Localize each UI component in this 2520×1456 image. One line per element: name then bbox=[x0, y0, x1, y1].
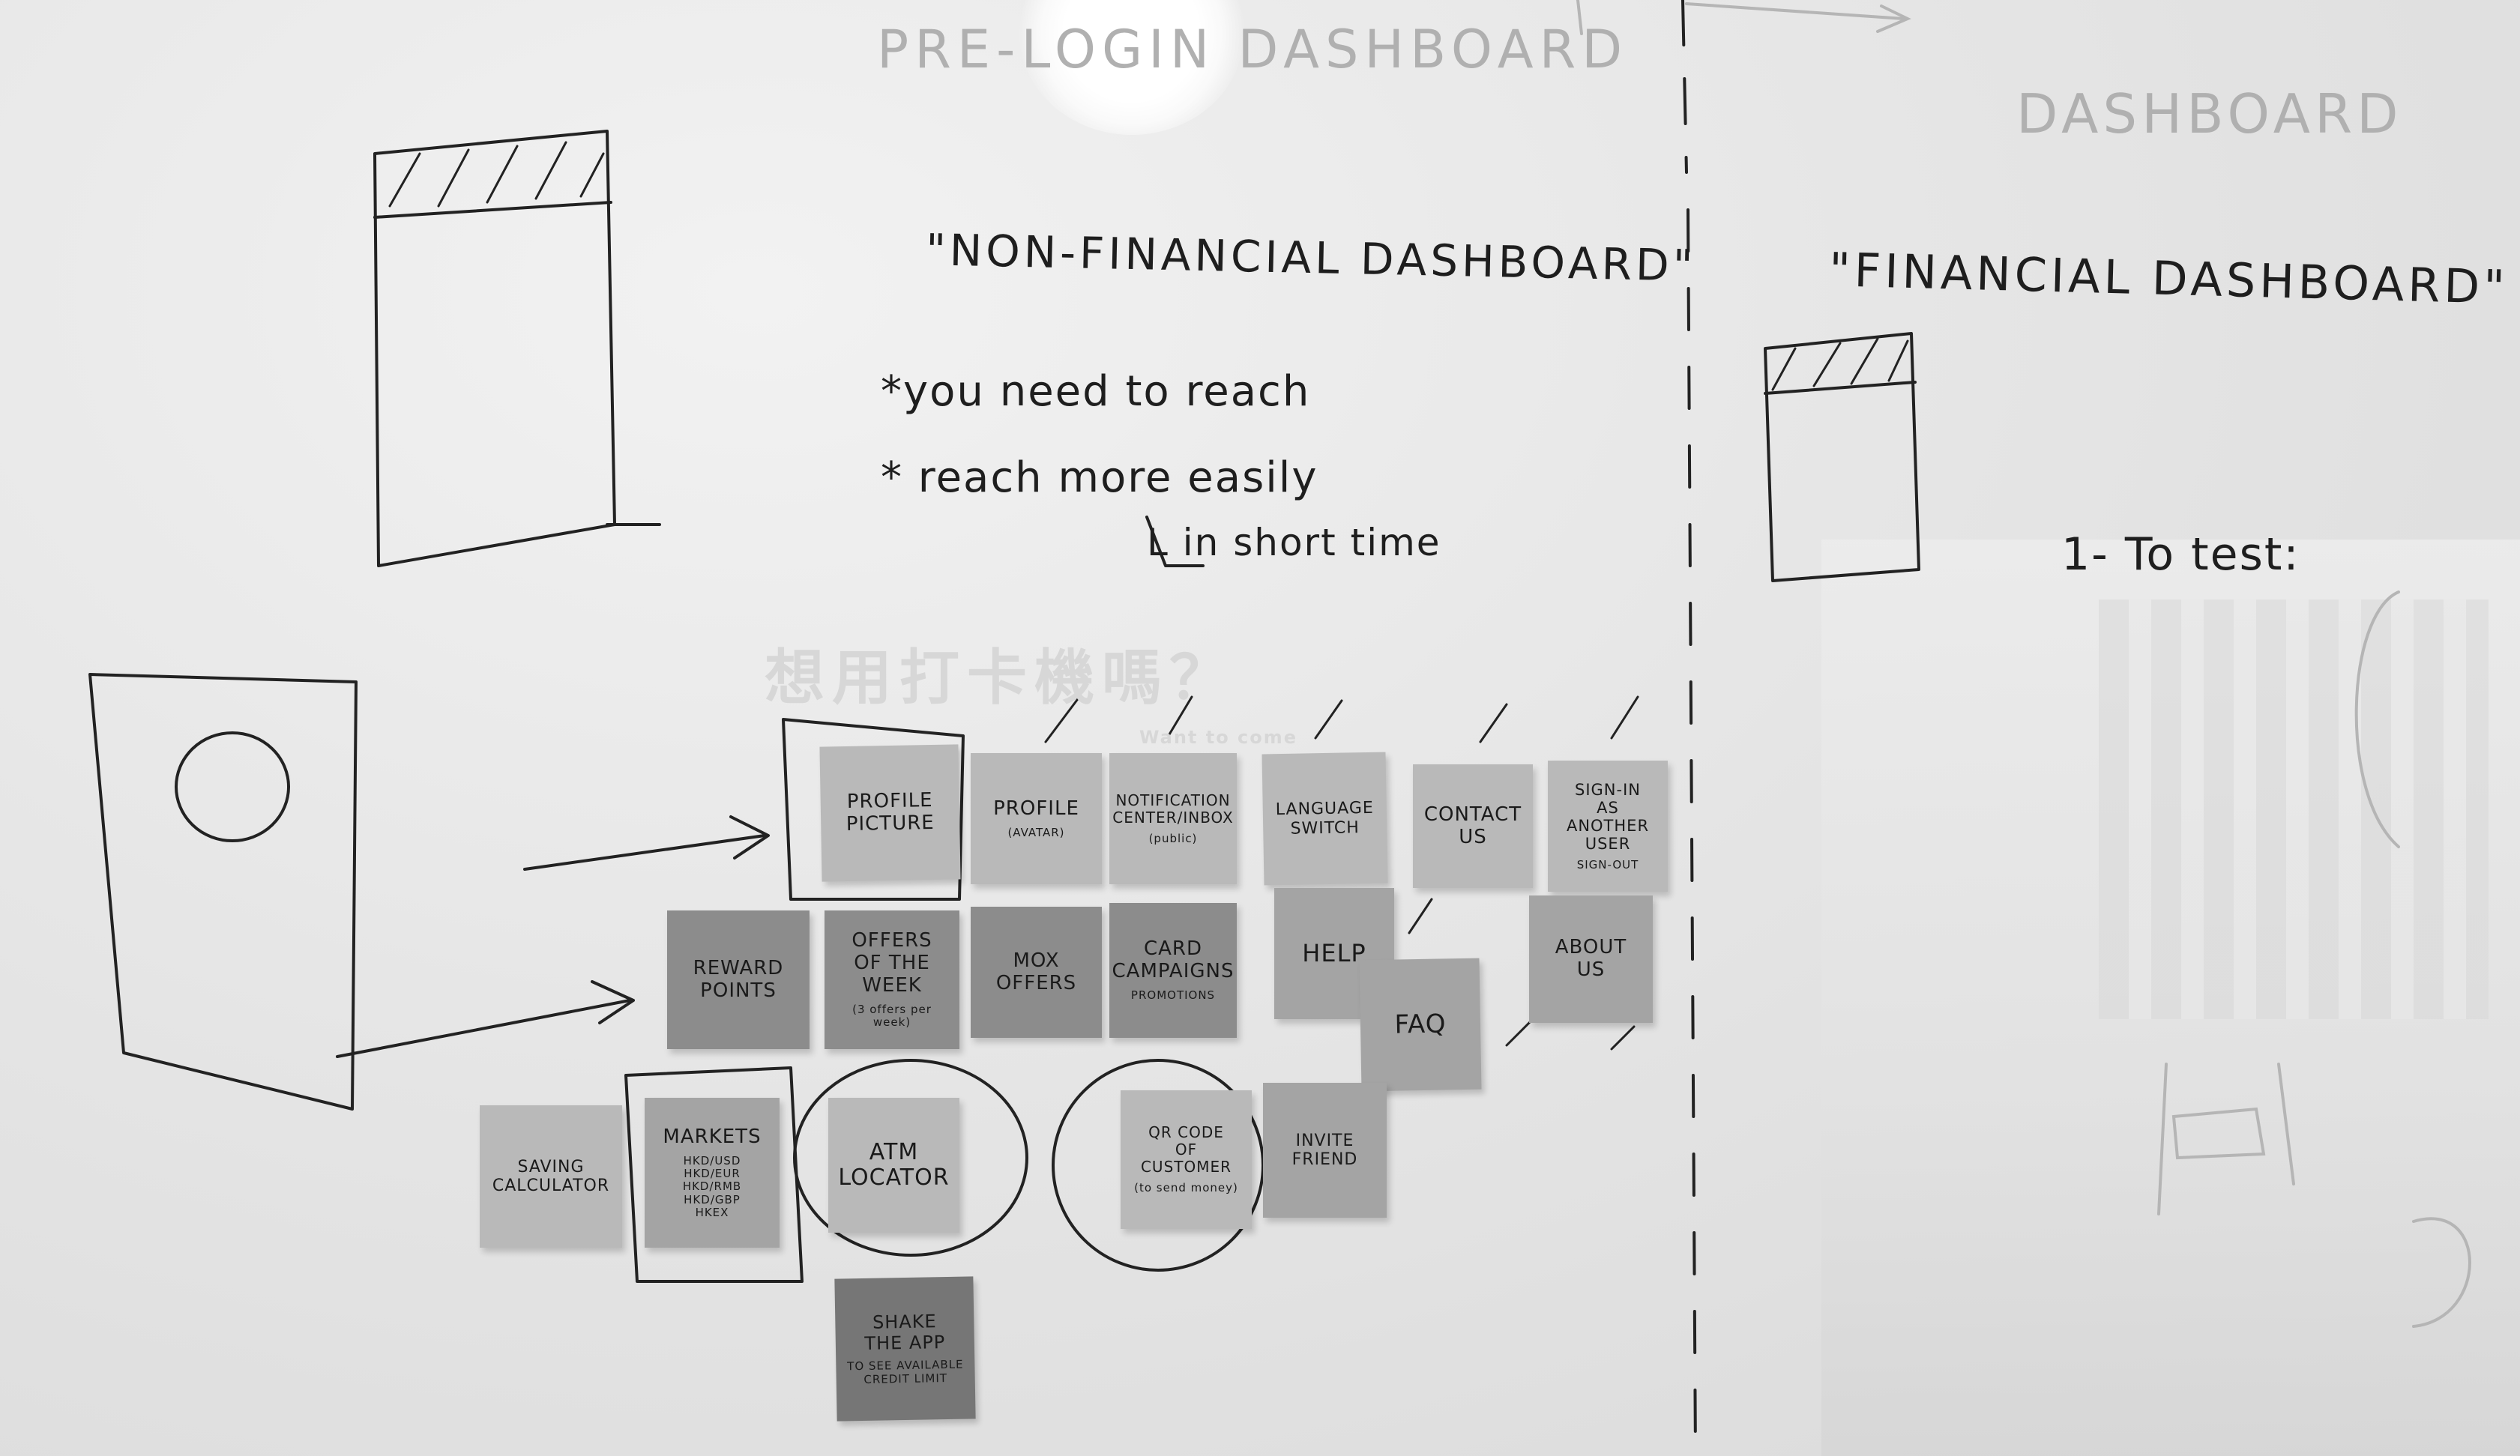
note-mox-offers: MOX OFFERS bbox=[971, 907, 1102, 1038]
bullet-3: L in short time bbox=[1147, 521, 1441, 564]
window-sign-sub: Want to come bbox=[1139, 727, 1298, 748]
note-qr-code: QR CODE OF CUSTOMER(to send money) bbox=[1121, 1090, 1252, 1229]
note-saving-calculator: SAVING CALCULATOR bbox=[480, 1105, 622, 1248]
window-sign: 想用打卡機嗎？ bbox=[765, 643, 1237, 713]
heading-dashboard: DASHBOARD bbox=[2016, 82, 2403, 145]
note-about-us: ABOUT US bbox=[1529, 895, 1653, 1023]
bullet-2: * reach more easily bbox=[881, 453, 1318, 502]
phone-sketch-top bbox=[373, 130, 661, 567]
note-language-switch: LANGUAGE SWITCH bbox=[1261, 752, 1388, 886]
note-faq: FAQ bbox=[1359, 958, 1482, 1092]
phone-sketch-left bbox=[88, 673, 770, 1111]
note-offers-of-the-week: OFFERS OF THE WEEK(3 offers per week) bbox=[825, 910, 959, 1049]
building-reflection bbox=[2099, 599, 2489, 1019]
atm-circle bbox=[793, 1059, 1028, 1257]
profile-group-outline bbox=[782, 718, 965, 901]
note-invite-friend: INVITE FRIEND bbox=[1263, 1083, 1387, 1218]
bullet-1: *you need to reach bbox=[881, 367, 1311, 416]
note-contact-us: CONTACT US bbox=[1413, 764, 1533, 888]
note-notification-center: NOTIFICATION CENTER/INBOX(public) bbox=[1109, 753, 1237, 884]
to-test-label: 1- To test: bbox=[2061, 528, 2300, 581]
note-profile-picture: PROFILE PICTURE bbox=[819, 744, 961, 882]
phone-sketch-financial bbox=[1764, 332, 1920, 582]
note-atm-locator: ATM LOCATOR bbox=[828, 1098, 959, 1233]
note-reward-points: REWARD POINTS bbox=[667, 910, 810, 1049]
heading-prelogin: PRE-LOGIN DASHBOARD bbox=[877, 19, 1629, 80]
note-profile: PROFILE(AVATAR) bbox=[971, 753, 1102, 884]
markets-outline bbox=[624, 1066, 804, 1283]
dashed-divider bbox=[1681, 0, 1688, 174]
